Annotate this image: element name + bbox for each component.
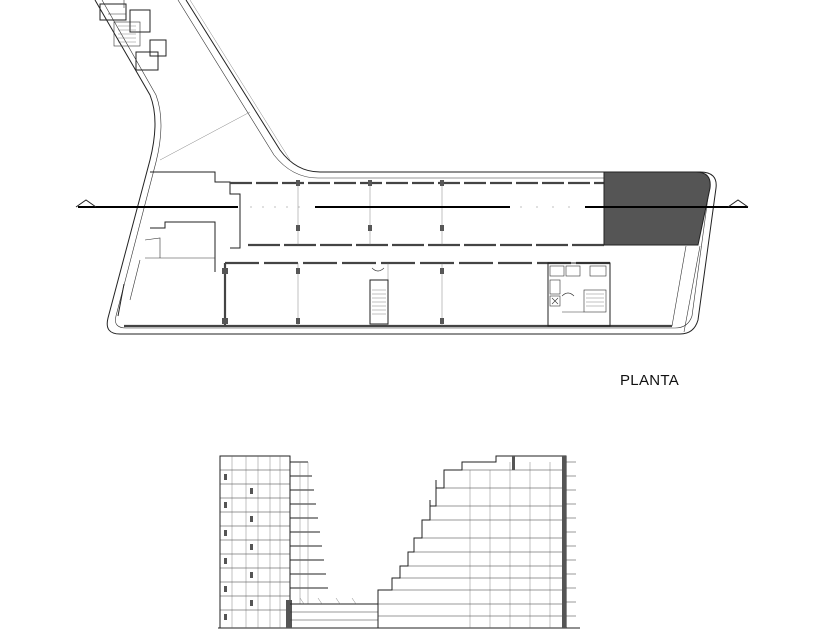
plan-right-edge (671, 245, 687, 327)
left-tower (219, 455, 291, 629)
plan-right-edge-outer (683, 245, 701, 333)
right-core (547, 262, 611, 327)
arm-line-2 (159, 111, 251, 161)
floor-plan (75, 0, 749, 335)
plan-inner-boundary (101, 0, 710, 329)
grid-lines (297, 180, 443, 326)
top-core (99, 0, 167, 71)
central-low-block (290, 597, 379, 628)
left-wing (117, 171, 241, 317)
shaded-block (603, 171, 711, 246)
plan-outer-boundary (94, 0, 717, 335)
plan-title: PLANTA (620, 372, 680, 389)
right-building (377, 455, 576, 628)
building-section (218, 455, 580, 629)
section-marker-right (727, 199, 749, 208)
left-terraces (286, 461, 328, 628)
plan-columns (222, 180, 444, 324)
arm-line-1 (189, 0, 291, 161)
central-stair (369, 267, 389, 325)
section-marker-left (75, 199, 97, 208)
